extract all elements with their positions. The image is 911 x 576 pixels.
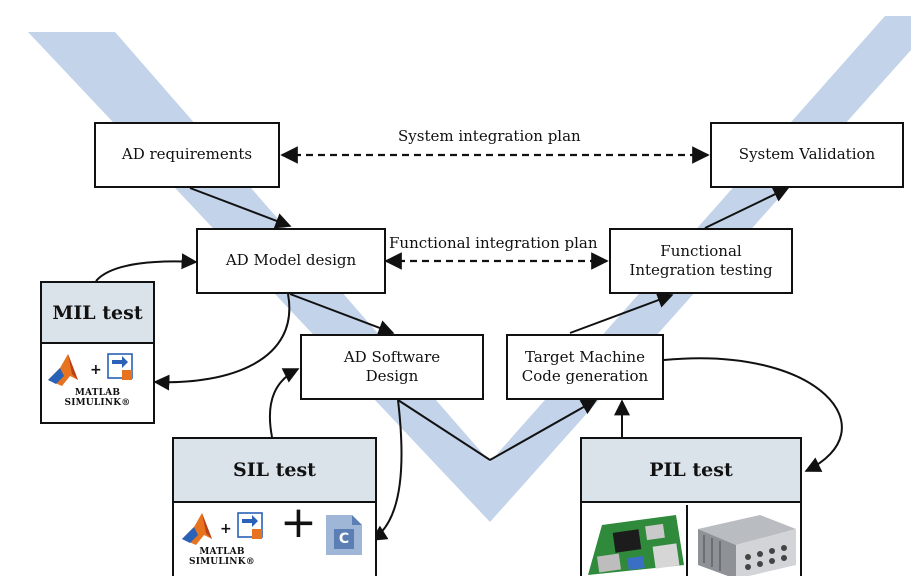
svg-text:+: + [220, 521, 232, 537]
mil-to-model-arrow [95, 253, 198, 282]
mil-test-body: + MATLAB SIMULINK® [40, 344, 155, 424]
req-to-model-arrow [189, 187, 292, 229]
model-to-mil-arrow [153, 293, 291, 391]
ad-model-design-label: AD Model design [225, 251, 357, 270]
sil-test-header: SIL test [172, 437, 377, 503]
mil-test-header: MIL test [40, 281, 155, 344]
system-integration-plan-label: System integration plan [398, 127, 581, 145]
target-to-functional-arrow [569, 292, 674, 334]
functional-integration-label-2: Integration testing [629, 261, 773, 279]
ad-software-design-label-1: AD Software [343, 347, 441, 366]
system-validation-label: System Validation [738, 145, 876, 164]
ad-model-design-box: AD Model design [196, 228, 386, 294]
mil-logo-caption: MATLAB SIMULINK® [42, 388, 153, 409]
model-to-software-arrow [289, 293, 395, 336]
raspberry-pi-board-image [584, 505, 688, 576]
simulink-icon [107, 353, 133, 380]
matlab-icon [182, 513, 212, 545]
sil-plus-sign: + [280, 497, 317, 548]
c-file-icon: C [324, 513, 364, 557]
mil-logo-caption-2: SIMULINK® [64, 398, 131, 409]
ad-software-design-box: AD Software Design [300, 334, 484, 400]
target-machine-box: Target Machine Code generation [506, 334, 664, 400]
mil-logo-caption-1: MATLAB [74, 388, 121, 398]
simulink-icon [237, 512, 263, 539]
sil-test-body: + MATLAB SIMULINK® + C [172, 497, 377, 576]
plus-sign: + [90, 362, 102, 378]
software-to-sil-arrow [370, 399, 403, 541]
c-file-letter: C [334, 529, 354, 549]
matlab-simulink-logo: + [48, 353, 133, 386]
sil-logo-caption: MATLAB SIMULINK® [176, 547, 268, 568]
functional-integration-box: Functional Integration testing [609, 228, 793, 294]
sil-matlab-simulink-logo: + [182, 512, 263, 545]
sil-logo-caption-1: MATLAB [199, 547, 245, 557]
system-validation-box: System Validation [710, 122, 904, 188]
sil-to-software-arrow [268, 368, 300, 438]
functional-integration-label-1: Functional [660, 241, 742, 260]
v-shape [28, 16, 911, 522]
pil-test-title: PIL test [649, 459, 733, 481]
mil-test-title: MIL test [52, 301, 143, 324]
ad-requirements-label: AD requirements [121, 145, 253, 164]
industrial-computer-image [690, 505, 802, 576]
pil-test-body [580, 503, 802, 576]
target-machine-label-2: Code generation [521, 367, 649, 385]
sil-logo-caption-2: SIMULINK® [189, 557, 255, 568]
matlab-icon [48, 354, 78, 386]
sil-test-title: SIL test [233, 459, 316, 481]
pil-test-header: PIL test [580, 437, 802, 503]
ad-requirements-box: AD requirements [94, 122, 280, 188]
functional-to-validation-arrow [704, 187, 790, 229]
functional-integration-plan-label: Functional integration plan [389, 234, 598, 252]
target-to-pil-arrow [663, 357, 843, 472]
software-to-target-line [397, 399, 598, 462]
ad-software-design-label-2: Design [365, 367, 419, 385]
target-machine-label-1: Target Machine [525, 347, 645, 366]
